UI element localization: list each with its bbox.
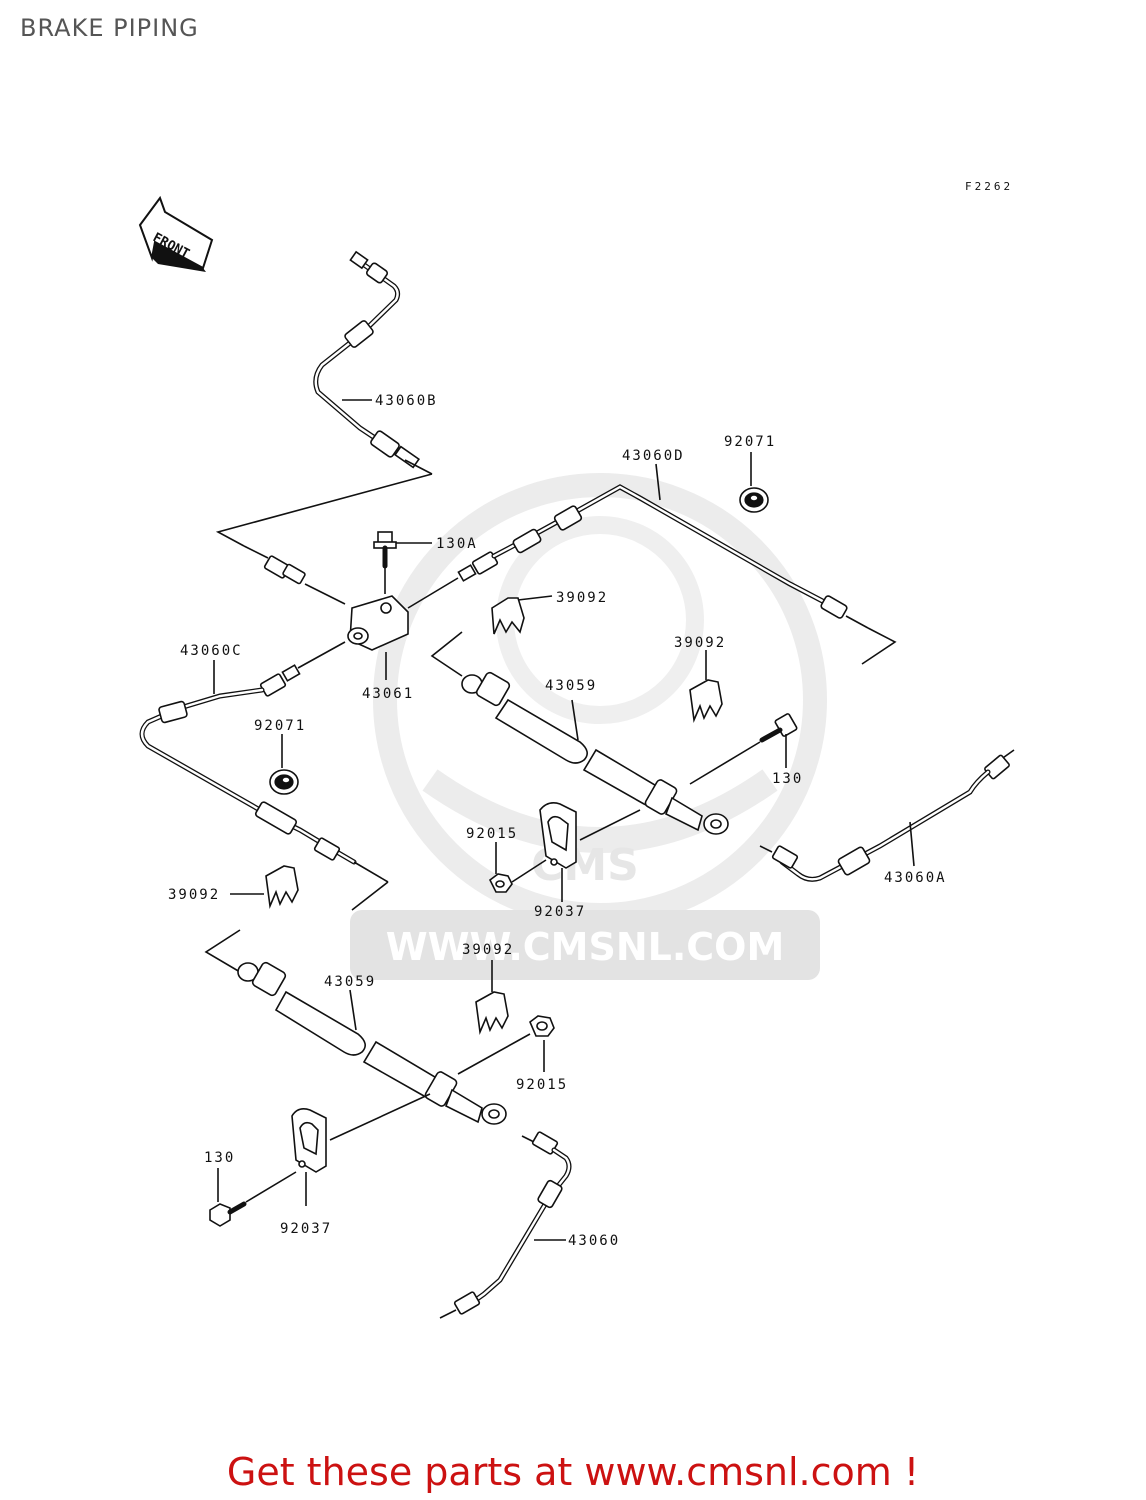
brake-pipe-43060c — [139, 641, 389, 911]
label-92037-a: 92037 — [534, 904, 586, 920]
label-92071-top: 92071 — [724, 434, 776, 450]
bolt-130-right — [689, 713, 798, 785]
clamp-92037-a — [511, 802, 577, 883]
label-92015-b: 92015 — [516, 1077, 568, 1093]
label-43060c: 43060C — [180, 643, 243, 659]
label-43060: 43060 — [568, 1233, 620, 1249]
brake-pipe-joint-43061 — [347, 595, 409, 651]
label-39092-c: 39092 — [168, 887, 220, 903]
footer-promo-link[interactable]: Get these parts at www.cmsnl.com ! — [226, 1450, 920, 1494]
label-43059-top: 43059 — [545, 678, 597, 694]
grommet-92071-top — [739, 487, 769, 513]
brake-hose-43059-top — [430, 631, 729, 835]
brake-pipe-43060a — [759, 749, 1015, 882]
brake-pipe-43060 — [439, 1131, 572, 1319]
label-43060d: 43060D — [622, 448, 685, 464]
nut-92015-b — [457, 1015, 555, 1075]
nut-92015-a — [488, 873, 513, 893]
label-130-right: 130 — [772, 771, 803, 787]
figure-code: F2262 — [965, 180, 1013, 193]
label-130-left: 130 — [204, 1150, 235, 1166]
label-39092-d: 39092 — [462, 942, 514, 958]
label-43060b: 43060B — [375, 393, 438, 409]
label-43059-bottom: 43059 — [324, 974, 376, 990]
label-92015-a: 92015 — [466, 826, 518, 842]
front-arrow-icon: FRONT — [138, 195, 214, 272]
grommet-92071-mid — [269, 769, 299, 795]
clip-39092-c — [265, 865, 299, 909]
bolt-130-left — [209, 1171, 297, 1227]
page-title: BRAKE PIPING — [20, 14, 199, 42]
brake-hose-43059-bottom — [204, 929, 507, 1125]
cmsnl-watermark: CMS WWW.CMSNL.COM — [350, 473, 827, 980]
clamp-92037-b — [291, 1093, 431, 1173]
label-43061: 43061 — [362, 686, 414, 702]
bolt-130a — [373, 531, 397, 594]
label-92037-b: 92037 — [280, 1221, 332, 1237]
watermark-url: WWW.CMSNL.COM — [386, 925, 785, 969]
brake-pipe-43060b — [313, 250, 433, 475]
clip-39092-a — [491, 597, 525, 635]
label-43060a: 43060A — [884, 870, 947, 886]
brake-pipe-fitting-left — [243, 545, 346, 605]
label-92071-mid: 92071 — [254, 718, 306, 734]
brake-pipe-43060d — [407, 484, 897, 665]
label-39092-b: 39092 — [674, 635, 726, 651]
label-39092-a: 39092 — [556, 590, 608, 606]
label-130a: 130A — [436, 536, 478, 552]
clip-39092-d — [475, 991, 509, 1035]
clip-39092-b — [689, 679, 723, 723]
